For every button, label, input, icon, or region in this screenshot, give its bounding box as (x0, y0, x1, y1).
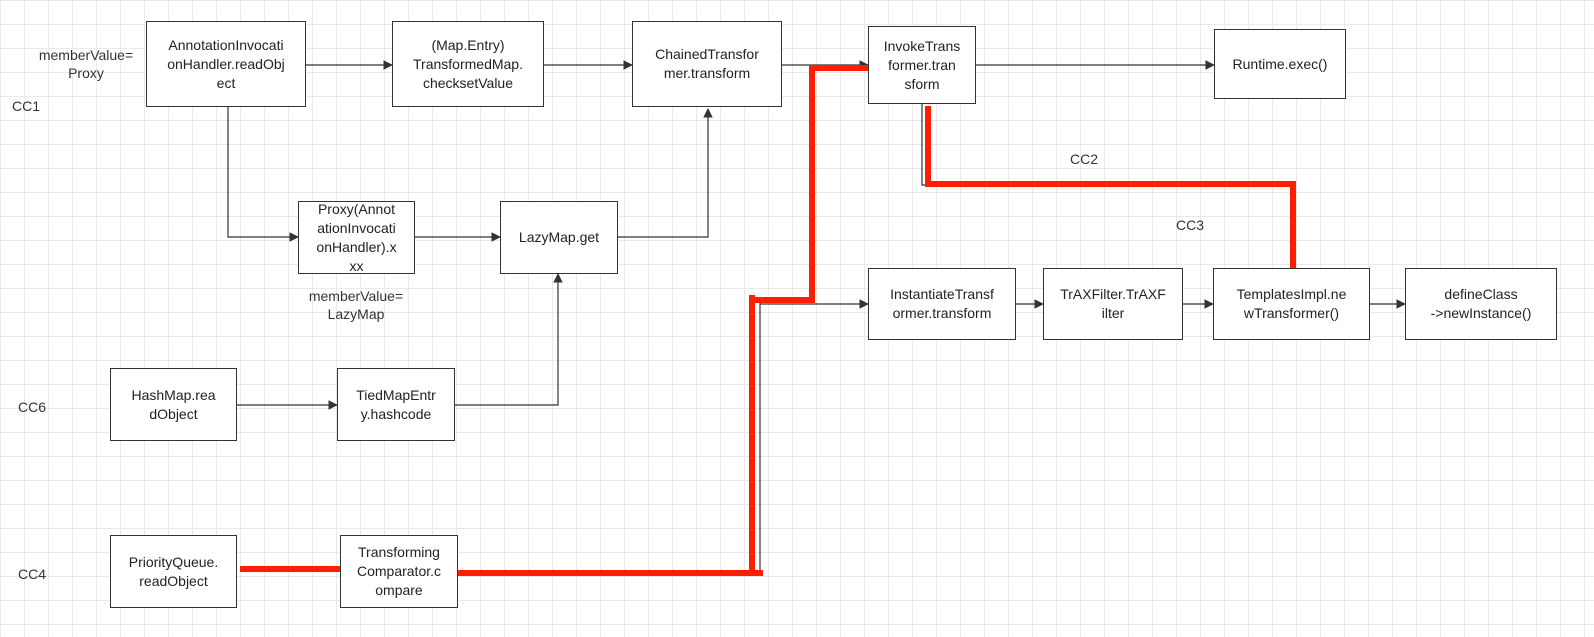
node-hashmap-readobject: HashMap.rea dObject (110, 368, 237, 441)
node-instantiatetransformer-transform: InstantiateTransf ormer.transform (868, 268, 1016, 340)
node-transformedmap-checksetvalue: (Map.Entry) TransformedMap. checksetValu… (392, 21, 544, 107)
highlight-path-cc2 (925, 106, 1296, 268)
node-defineclass-newinstance: defineClass ->newInstance() (1405, 268, 1557, 340)
node-proxy-annotationinvocationhandler: Proxy(Annot ationInvocati onHandler).x x… (298, 201, 415, 274)
edge-tiedmapentry-to-lazymap (455, 273, 563, 406)
node-transformingcomparator-compare: Transforming Comparator.c ompare (340, 535, 458, 608)
label-cc2: CC2 (1070, 151, 1099, 167)
label-cc4: CC4 (18, 566, 47, 582)
node-annotation-readobject: AnnotationInvocati onHandler.readObj ect (146, 21, 306, 107)
label-membervalue-lazymap: memberValue= LazyMap (308, 288, 404, 322)
label-cc3: CC3 (1176, 217, 1205, 233)
node-priorityqueue-readobject: PriorityQueue. readObject (110, 535, 237, 608)
label-cc6: CC6 (18, 399, 47, 415)
label-membervalue-proxy: memberValue= Proxy (38, 47, 134, 81)
node-runtime-exec: Runtime.exec() (1214, 29, 1346, 99)
node-tiedmapentry-hashcode: TiedMapEntr y.hashcode (337, 368, 455, 441)
node-templatesimpl-newtransformer: TemplatesImpl.ne wTransformer() (1213, 268, 1370, 340)
edge-lazymap-to-chained (618, 108, 713, 238)
node-lazymap-get: LazyMap.get (500, 201, 618, 274)
highlight-path-cc4-to-invoke (458, 65, 868, 576)
edge-annotation-to-proxy (227, 107, 299, 242)
node-traxfilter: TrAXFilter.TrAXF ilter (1043, 268, 1183, 340)
label-cc1: CC1 (12, 98, 41, 114)
node-chainedtransformer-transform: ChainedTransfor mer.transform (632, 21, 782, 107)
node-invoketransformer-transform: InvokeTrans former.tran sform (868, 26, 976, 104)
